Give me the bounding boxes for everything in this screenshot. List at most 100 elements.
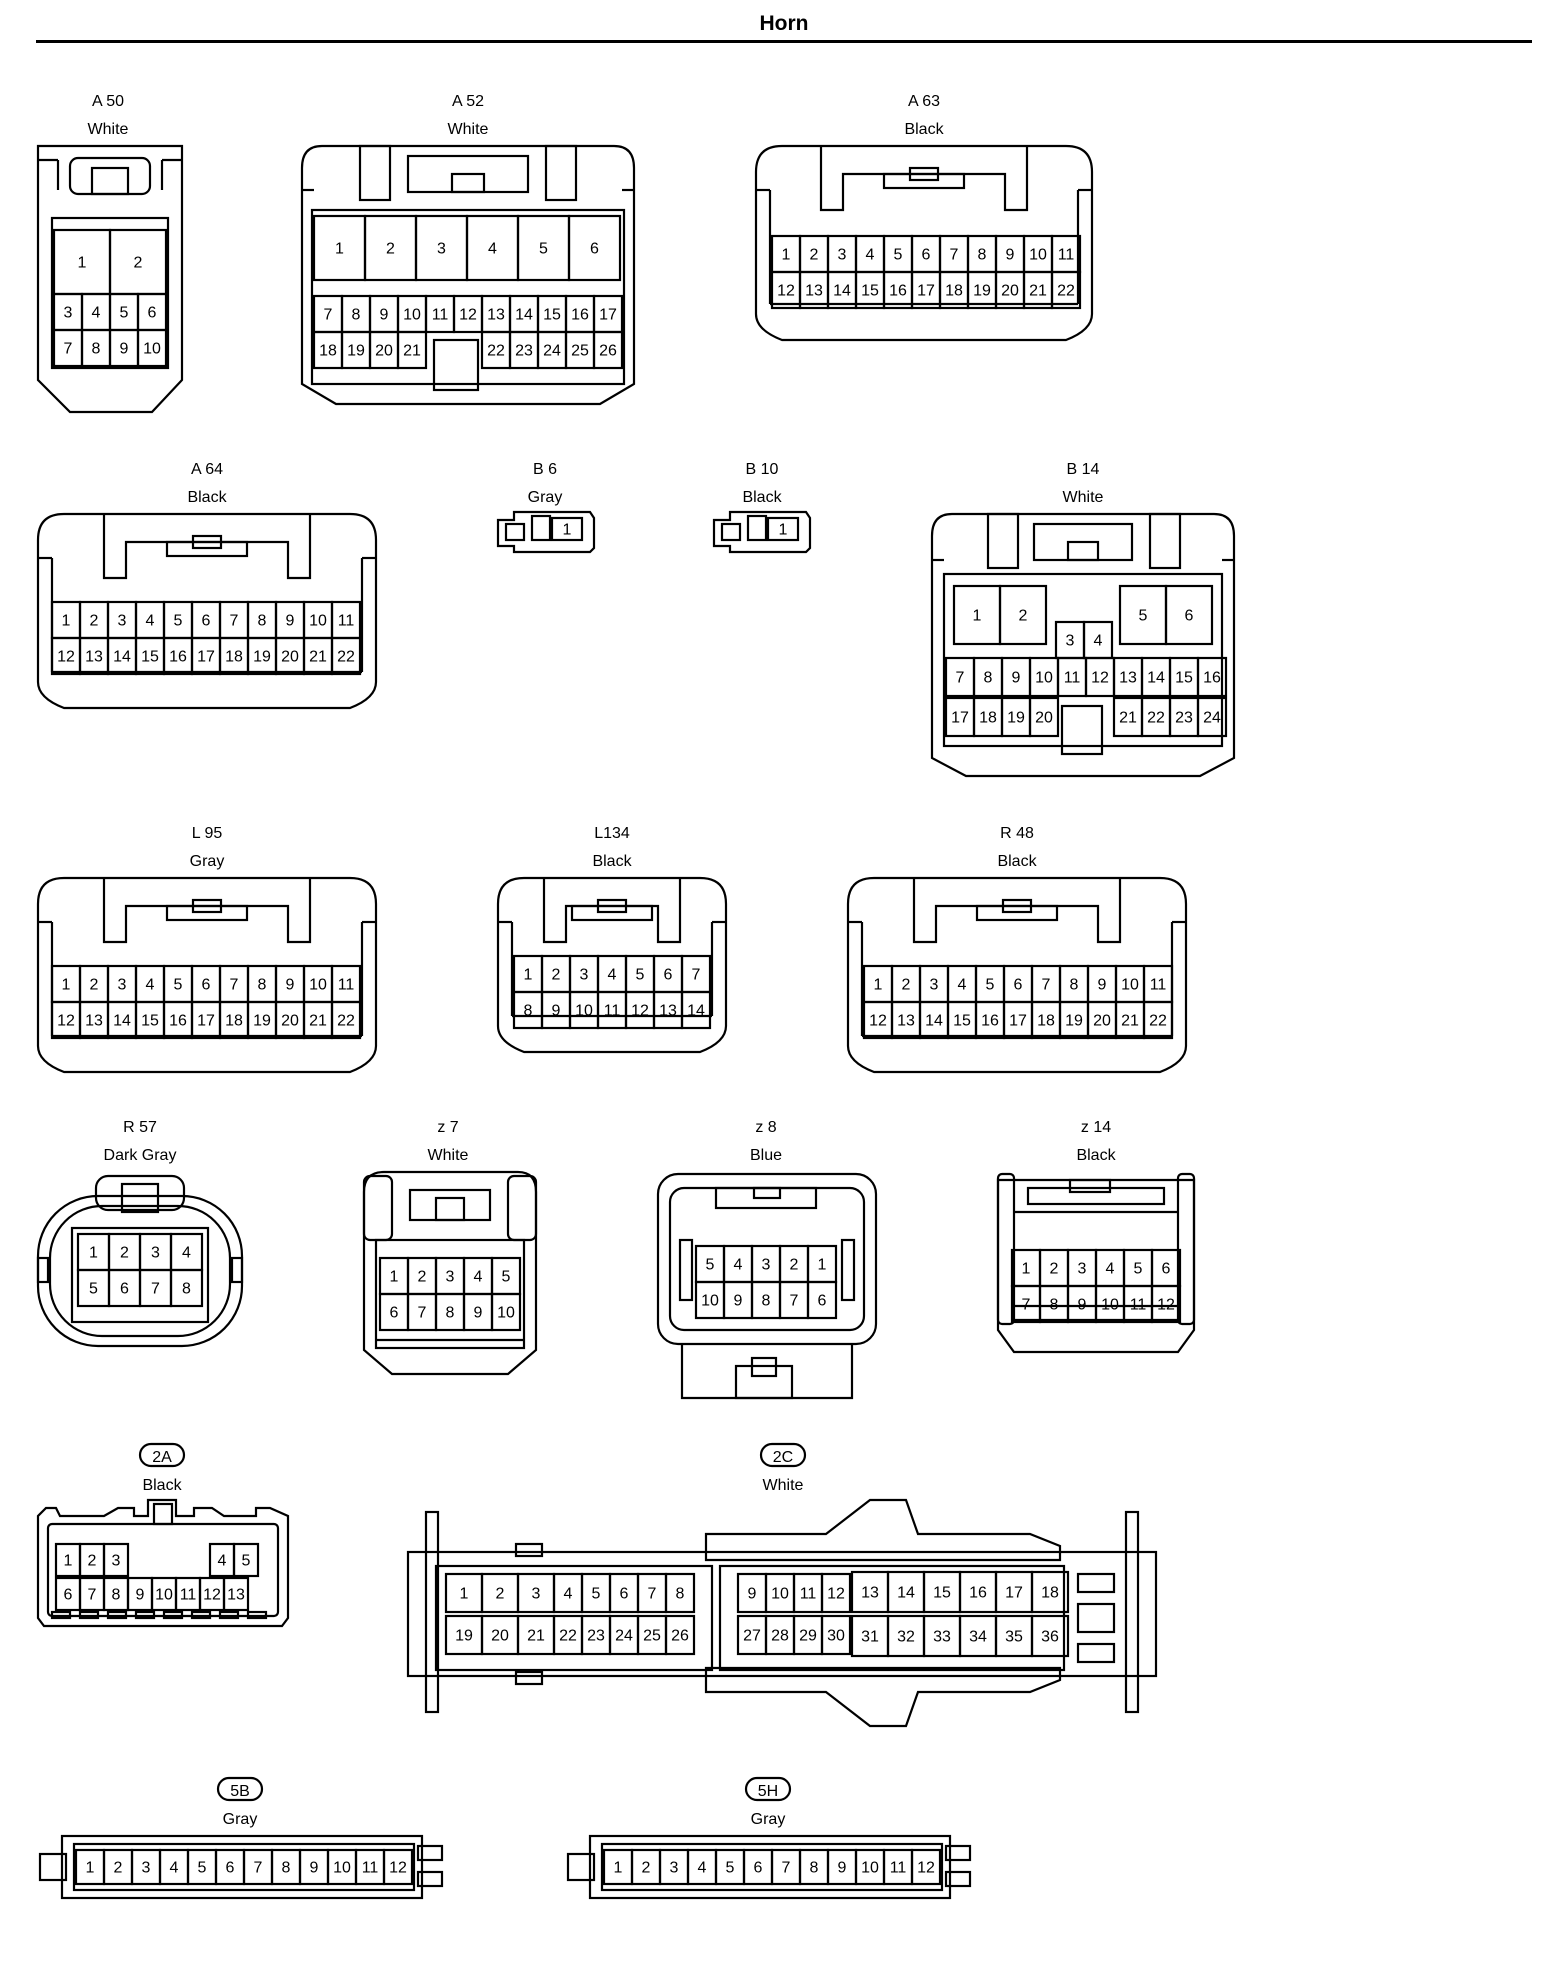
pin-number: 19 [1065,1013,1083,1030]
terminal-lock [162,1610,184,1620]
pin-number: 4 [92,305,101,322]
pin-number: 8 [112,1587,121,1604]
pin-number: 16 [1203,670,1221,687]
pin-number: 10 [143,341,161,358]
connector-id: z 14 [1081,1119,1111,1136]
pin-cell [806,1280,838,1320]
pin-number: 2 [134,255,143,272]
housing-rib [944,1844,972,1862]
pin-number: 4 [564,1586,573,1603]
latch-nub [90,166,130,196]
housing-outline [36,144,184,414]
connector-color: Black [742,489,782,506]
pin-number: 36 [1041,1629,1059,1646]
pin-number: 4 [1106,1261,1115,1278]
pin-number: 1 [78,255,87,272]
pin-number: 19 [455,1628,473,1645]
connector-id: R 48 [1000,825,1034,842]
pin-number: 10 [333,1860,351,1877]
pin-number: 10 [497,1305,515,1322]
terminal-lock [218,1610,240,1620]
housing-rib [362,1174,394,1242]
pin-cell [998,584,1048,646]
housing-inner [48,1204,232,1338]
pin-number: 9 [286,977,295,994]
pin-number: 1 [818,1257,827,1274]
housing-rib [36,1256,50,1284]
pin-number: 24 [615,1628,633,1645]
pin-number: 9 [136,1587,145,1604]
connector-color: Gray [528,489,563,506]
housing-rib [38,1852,68,1882]
pin-number: 19 [253,649,271,666]
pin-number: 1 [1022,1261,1031,1278]
pin-cell [664,1614,696,1656]
pin-number: 7 [956,670,965,687]
pin-number: 31 [861,1629,879,1646]
pin-number: 10 [309,613,327,630]
housing-rib [358,144,392,202]
connector-id: z 7 [437,1119,458,1136]
pin-cell [820,1572,852,1614]
pin-cell [910,1848,942,1886]
pin-number: 2 [552,967,561,984]
pin-cell [102,1542,130,1578]
pin-number: 23 [1175,710,1193,727]
pin-number: 2 [902,977,911,994]
pin-number: 15 [953,1013,971,1030]
connector-color: Blue [750,1147,782,1164]
pin-number: 13 [659,1003,677,1020]
pin-number: 4 [608,967,617,984]
pin-number: 14 [1147,670,1165,687]
housing-rib [230,1256,244,1284]
pin-block-left [434,1564,714,1672]
pin-number: 2 [90,613,99,630]
pin-number: 22 [337,1013,355,1030]
pin-number: 6 [818,1293,827,1310]
pin-number: 5 [894,247,903,264]
pin-number: 6 [148,305,157,322]
connector-color: Black [997,853,1037,870]
housing-outline [846,876,1188,1074]
pin-number: 10 [1121,977,1139,994]
housing-rib [1076,1602,1116,1634]
pin-number: 7 [88,1587,97,1604]
pin-number: 19 [1007,710,1025,727]
pin-area [70,1226,210,1324]
pin-number: 12 [389,1860,407,1877]
pin-number: 21 [309,1013,327,1030]
pin-number: 14 [897,1585,915,1602]
pin-cell [1028,696,1060,738]
pin-cell [330,1000,362,1040]
pin-number: 34 [969,1629,987,1646]
pin-cell [169,1268,204,1308]
terminal-lock [78,1610,100,1620]
pin-number: 8 [524,1003,533,1020]
pin-number: 5 [198,1860,207,1877]
connector-color: White [88,121,129,138]
top-cover [704,1498,1062,1562]
connector-id-oval [138,1442,186,1468]
pin-number: 1 [614,1860,623,1877]
pin-number: 18 [225,1013,243,1030]
connector-color: Black [592,853,632,870]
pin-number: 25 [643,1628,661,1645]
pin-number: 5 [120,305,129,322]
pin-number: 20 [1093,1013,1111,1030]
pin-number: 11 [604,1003,621,1020]
housing-outline [542,878,682,944]
pin-number: 17 [1009,1013,1027,1030]
pin-number: 2 [1050,1261,1059,1278]
page-title: Horn [759,12,809,35]
pin-number: 6 [620,1586,629,1603]
pin-number: 22 [1149,1013,1167,1030]
pin-number: 5 [636,967,645,984]
pin-number: 16 [889,283,907,300]
pin-number: 5 [706,1257,715,1274]
pin-number: 21 [1029,283,1047,300]
housing-outline [102,878,312,944]
pin-number: 18 [1037,1013,1055,1030]
pin-number: 1 [973,608,982,625]
